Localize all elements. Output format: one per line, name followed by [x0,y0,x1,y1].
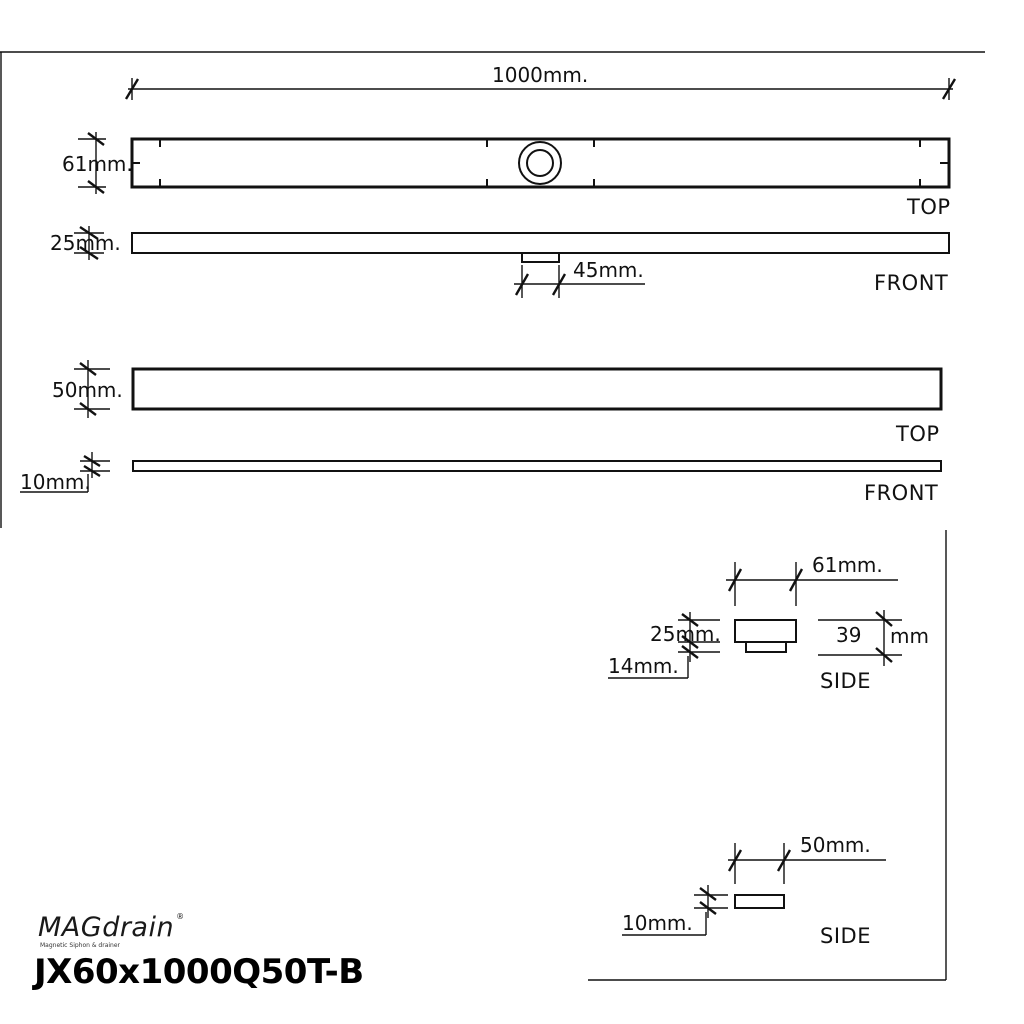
grate-side-view [734,619,797,653]
grate-front-label: FRONT [874,271,948,295]
brand-logo: MAGdrain® [38,912,185,943]
outlet-width-label: 45mm. [573,258,644,282]
cover-front-label: FRONT [864,481,938,505]
cover-top-label: TOP [895,422,940,446]
brand-tagline: Magnetic Siphon & drainer [40,942,121,949]
side1-lower-label: 14mm. [608,654,679,678]
grate-width-label: 61mm. [62,152,133,176]
side2-height-label: 10mm. [622,911,693,935]
side1-height-label: 25mm. [650,622,721,646]
grate-top-view [130,137,951,189]
cover-side-view [734,894,785,909]
length-dimension-label: 1000mm. [492,63,588,87]
side1-width-dimension [726,562,898,606]
brand-logo-text: MAGdrain [38,912,175,943]
cover-width-label: 50mm. [52,378,123,402]
registered-mark: ® [176,912,185,921]
side1-width-label: 61mm. [812,553,883,577]
side1-inner-unit: mm [890,624,929,648]
side2-height-dimension [622,885,728,936]
cover-height-label: 10mm. [20,470,91,494]
cover-width-dimension [74,360,110,418]
side1-inner-value: 39 [836,623,861,647]
outlet-width-dimension [514,265,645,298]
side2-width-dimension [727,843,886,884]
side1-inner-dimension [818,610,902,666]
cover-side-label: SIDE [820,924,871,948]
model-number: JX60x1000Q50T-B [34,952,364,992]
grate-side-label: SIDE [820,669,871,693]
grate-top-label: TOP [906,195,951,219]
grate-height-dimension [74,226,104,260]
grate-width-dimension [78,132,106,194]
drawing-frame [0,51,985,981]
length-dimension [124,78,957,100]
cover-top-view [131,367,943,411]
cover-height-dimension [20,452,110,493]
grate-front-view [131,232,950,263]
side2-width-label: 50mm. [800,833,871,857]
side1-height-dimension [608,612,720,679]
grate-height-label: 25mm. [50,231,121,255]
cover-front-view [132,460,942,472]
